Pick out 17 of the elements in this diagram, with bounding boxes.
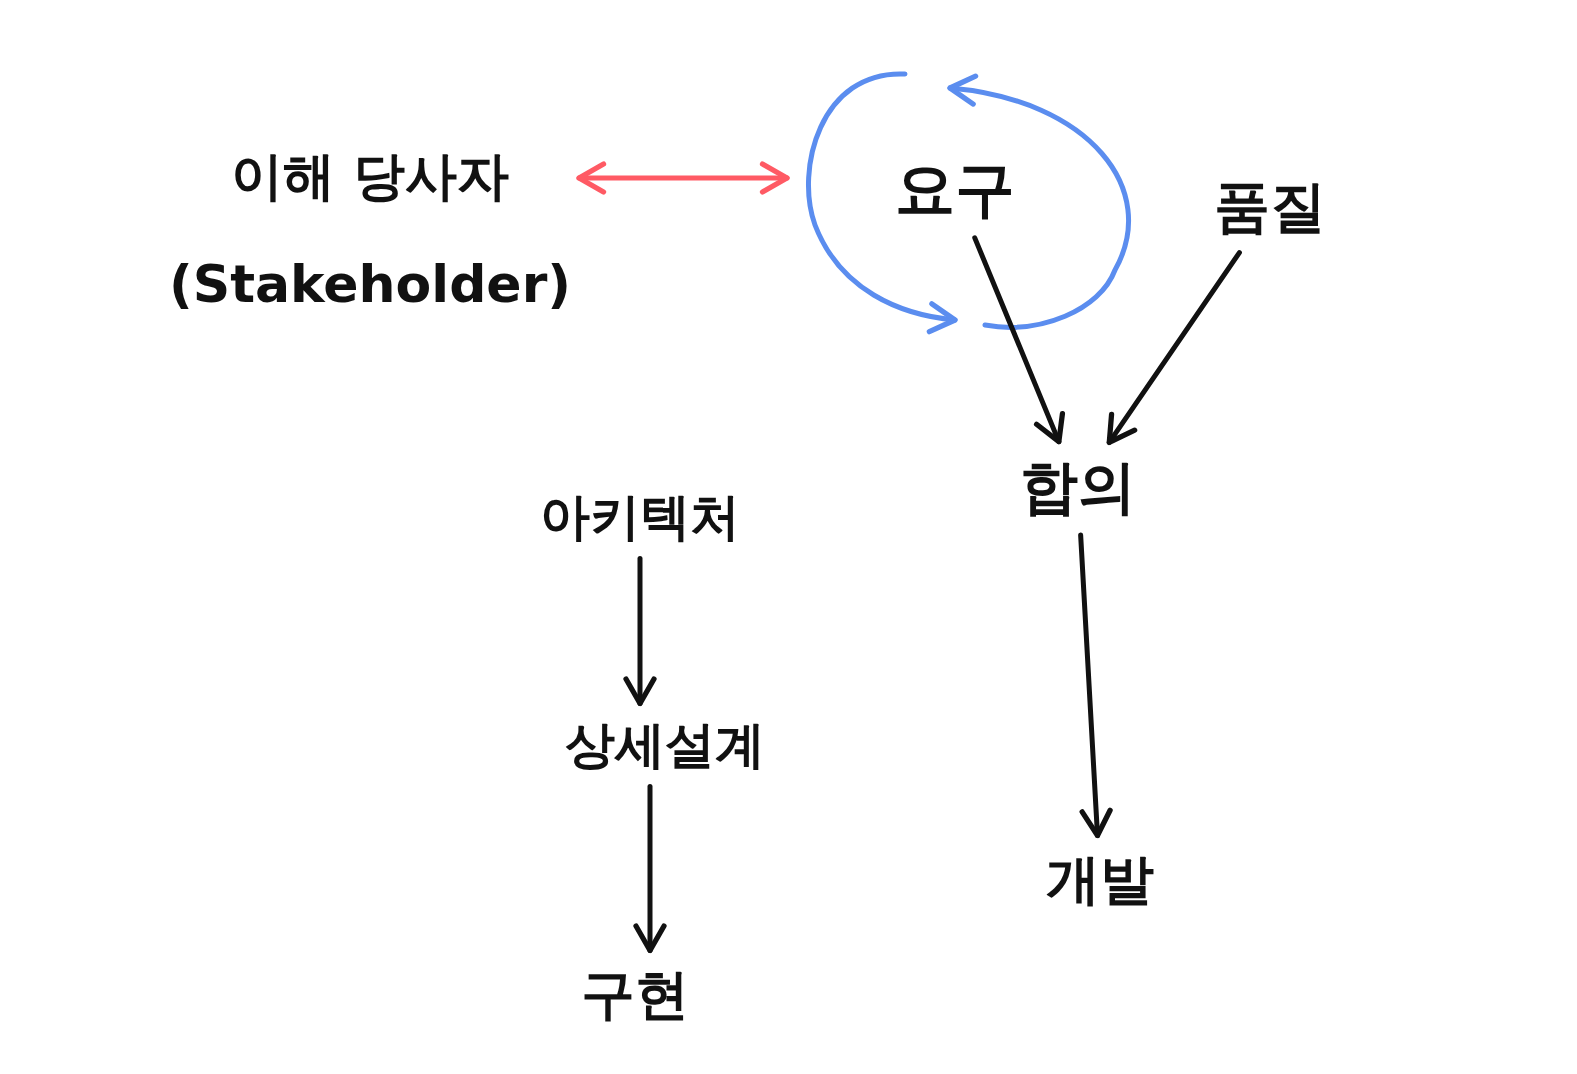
- arrow: [972, 235, 1066, 445]
- concept-label: 이해 당사자: [229, 145, 511, 208]
- concept-label: 품질: [1214, 173, 1326, 241]
- arrow: [633, 784, 667, 954]
- concept-label: 개발: [1046, 846, 1154, 913]
- concept-label: 요구: [895, 152, 1015, 226]
- loop-arrow: [947, 74, 1131, 330]
- concept-label: 구현: [581, 961, 689, 1028]
- concept-label: 아키텍처: [540, 486, 740, 548]
- concept-label: 합의: [1020, 452, 1136, 523]
- arrow: [1106, 250, 1242, 446]
- arrow: [623, 556, 657, 707]
- arrow: [1078, 532, 1113, 839]
- double-arrow: [576, 161, 790, 195]
- concept-label: (Stakeholder): [168, 253, 572, 316]
- loop-arrow: [806, 71, 958, 334]
- concept-label: 상세설계: [565, 714, 765, 776]
